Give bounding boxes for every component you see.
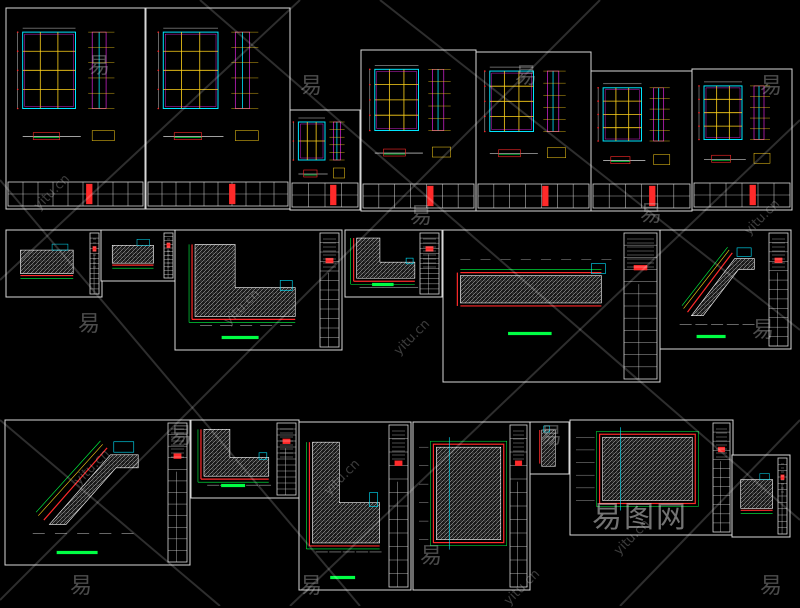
drawing-sheet-det-11: [529, 421, 570, 475]
drawing-sheet-elev-7: [691, 68, 793, 211]
drawing-sheet-det-8: [190, 419, 300, 499]
drawing-sheet-det-12: [569, 419, 734, 536]
drawing-sheet-det-9: [298, 421, 412, 591]
drawing-sheet-det-3: [174, 229, 343, 351]
yitu-logo-watermark: 易图网: [592, 500, 688, 535]
drawing-sheet-elev-4: [360, 49, 477, 212]
drawing-sheet-det-1: [5, 229, 103, 298]
drawing-sheet-elev-1: [5, 7, 146, 210]
drawing-sheet-elev-2: [145, 7, 291, 210]
drawing-sheet-det-10: [412, 421, 531, 591]
drawing-sheet-det-7: [4, 419, 191, 566]
drawing-sheet-elev-3: [289, 109, 361, 211]
drawing-sheet-elev-6: [590, 70, 693, 212]
drawing-sheet-det-2: [100, 229, 177, 282]
drawing-sheet-det-4: [344, 229, 443, 298]
drawing-sheet-det-13: [731, 454, 791, 538]
drawing-sheet-det-6: [659, 229, 792, 350]
drawing-sheet-det-5: [442, 229, 661, 383]
drawing-sheet-elev-5: [475, 51, 592, 212]
